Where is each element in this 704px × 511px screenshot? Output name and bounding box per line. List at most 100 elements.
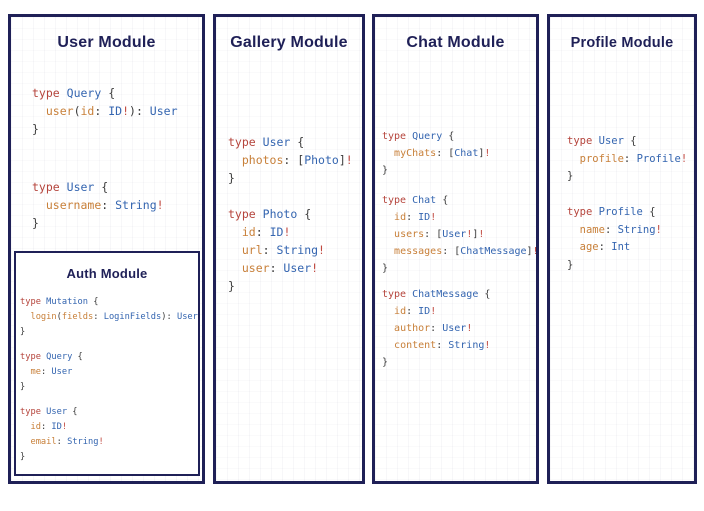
code-token: ! — [430, 212, 437, 223]
code-token: { — [101, 86, 116, 100]
code-token: id — [394, 306, 407, 317]
code-token: ID — [108, 104, 123, 118]
code-line: type Query { — [32, 84, 178, 102]
code-token — [256, 135, 263, 149]
code-line: type User { — [228, 133, 353, 151]
panel-auth-module: Auth Module type Mutation { login(fields… — [14, 251, 200, 476]
code-line: } — [32, 120, 178, 138]
code-block: type Profile { name: String! age: Int} — [567, 204, 662, 274]
code-line: id: ID! — [20, 420, 104, 435]
code-token: Query — [46, 352, 73, 362]
code-token: ( — [56, 312, 62, 322]
code-token: } — [20, 382, 26, 392]
code-token — [567, 241, 580, 253]
code-token: me — [30, 367, 41, 377]
code-token — [382, 340, 394, 351]
code-token: : — [40, 422, 52, 432]
code-token: ID — [269, 225, 284, 239]
code-token: { — [642, 206, 656, 218]
code-line: age: Int — [567, 239, 662, 257]
code-token: type — [32, 86, 60, 100]
code-token: ID — [51, 422, 62, 432]
auth-module-code-area: type Mutation { login(fields: LoginField… — [16, 253, 198, 474]
profile-module-title: Profile Module — [570, 35, 674, 51]
code-line: type Query { — [382, 128, 490, 145]
code-token — [32, 198, 46, 212]
code-token: : — [93, 312, 104, 322]
code-token: ID — [418, 306, 431, 317]
code-token: age — [579, 241, 599, 253]
gallery-module-code-area: type User { photos: [Photo]!}type Photo … — [216, 17, 362, 481]
code-line: } — [382, 260, 539, 277]
code-token: type — [20, 352, 41, 362]
code-token: ] — [338, 153, 346, 167]
code-line: username: String! — [32, 196, 164, 214]
code-line: myChats: [Chat]! — [382, 145, 490, 162]
code-token: ChatMessage — [412, 289, 479, 300]
code-token: : — [604, 223, 618, 236]
code-token: type — [567, 206, 593, 218]
code-token: type — [382, 289, 407, 300]
code-token: : — [269, 261, 284, 275]
code-token: } — [382, 357, 389, 368]
code-token: type — [567, 135, 593, 147]
code-token: ! — [484, 340, 491, 351]
code-token: photos — [241, 153, 284, 167]
code-token: ): — [129, 104, 150, 118]
code-token — [20, 367, 30, 377]
code-token: Profile — [636, 152, 681, 165]
code-token: String — [448, 340, 485, 351]
code-line: content: String! — [382, 337, 490, 354]
code-token: } — [382, 263, 389, 274]
code-line: type User { — [32, 178, 164, 196]
code-token: { — [290, 135, 305, 149]
panel-chat-module: Chat Module type Query { myChats: [Chat]… — [372, 14, 539, 484]
code-line: type Chat { — [382, 192, 539, 209]
code-token: email — [30, 437, 57, 447]
code-line: name: String! — [567, 222, 662, 240]
code-token: User — [442, 229, 467, 240]
user-module-code-area: type Query { user(id: ID!): User}type Us… — [11, 17, 202, 481]
code-line: } — [382, 162, 490, 179]
code-token — [228, 261, 242, 275]
code-token: : — [101, 198, 116, 212]
code-token: ! — [122, 104, 130, 118]
code-token: ( — [73, 104, 81, 118]
code-token: String — [115, 198, 157, 212]
code-token: : [ — [442, 246, 461, 257]
code-token: ! — [61, 422, 68, 432]
code-token: : [ — [283, 153, 305, 167]
code-token — [20, 312, 30, 322]
profile-module-code-area: type User { profile: Profile!}type Profi… — [550, 17, 694, 481]
code-line: author: User! — [382, 320, 490, 337]
code-token: user — [241, 261, 270, 275]
code-token: Query — [66, 86, 102, 100]
code-token: } — [20, 327, 26, 337]
code-token: User — [51, 367, 73, 377]
code-token: { — [297, 207, 312, 221]
code-token: User — [46, 407, 68, 417]
code-token: type — [382, 131, 407, 142]
code-token: type — [382, 195, 407, 206]
code-token: type — [228, 135, 256, 149]
code-line: type Mutation { — [20, 295, 198, 310]
code-token — [567, 224, 580, 236]
code-token: User — [283, 261, 312, 275]
code-block: type ChatMessage { id: ID! author: User!… — [382, 286, 490, 371]
code-token: : — [56, 437, 68, 447]
code-token: type — [20, 297, 41, 307]
code-line: type User { — [20, 405, 104, 420]
code-token: { — [623, 135, 637, 147]
code-token: User — [66, 180, 95, 194]
code-line: type ChatMessage { — [382, 286, 490, 303]
code-line: url: String! — [228, 241, 325, 259]
code-token: ): — [161, 312, 177, 322]
code-token: { — [72, 352, 83, 362]
code-token: ] — [472, 229, 479, 240]
code-line: id: ID! — [382, 303, 490, 320]
code-token — [382, 212, 394, 223]
code-token: } — [20, 452, 26, 462]
code-token: User — [598, 135, 624, 147]
code-token — [256, 207, 263, 221]
panel-user-module: User Module type Query { user(id: ID!): … — [8, 14, 205, 484]
